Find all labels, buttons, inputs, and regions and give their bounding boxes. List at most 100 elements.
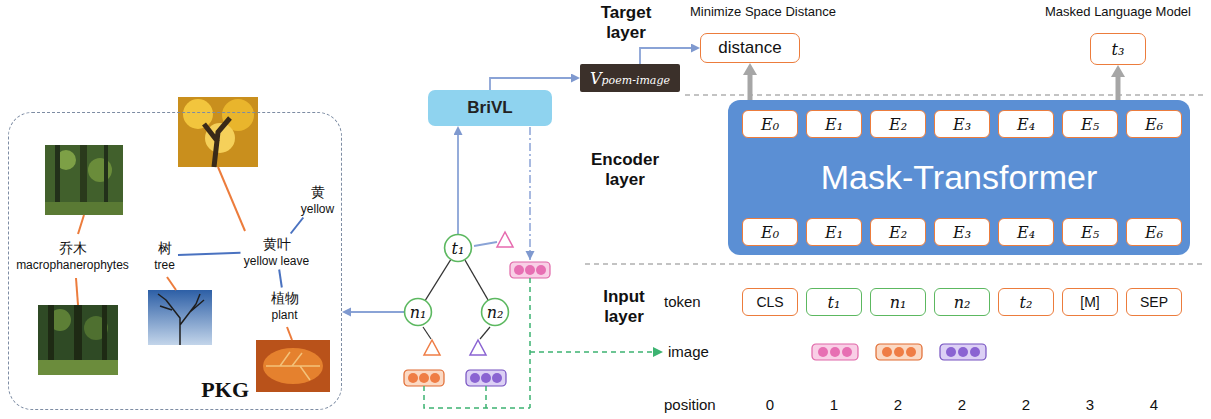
node-text: t₁ xyxy=(828,293,841,312)
output-arrow xyxy=(748,75,753,100)
token-box: [M] xyxy=(1062,288,1118,316)
position-number: 3 xyxy=(1086,396,1094,413)
embedding-box: E₂ xyxy=(870,110,926,138)
image-flow xyxy=(529,278,531,408)
node-text: E₁ xyxy=(825,115,843,134)
node-text: E₁ xyxy=(825,223,843,242)
row-label: image xyxy=(668,343,709,360)
image-feature xyxy=(510,262,550,278)
node-text: n₁ xyxy=(890,293,907,312)
photo-leaf xyxy=(266,352,320,380)
node-text: E₄ xyxy=(1017,115,1035,134)
concept-translation: yellow leave xyxy=(244,254,309,268)
concept-translation: macrophanerophytes xyxy=(16,258,129,272)
node-text: [M] xyxy=(1080,294,1099,310)
tree-decoration xyxy=(470,340,486,355)
image-feature xyxy=(514,265,524,275)
photo-yellow-tree xyxy=(178,97,258,167)
tree-link xyxy=(425,260,450,300)
layer-label: Input layer xyxy=(586,287,662,327)
position-number: 4 xyxy=(1150,396,1158,413)
tree-node-circle: n₁ xyxy=(404,298,432,326)
concept-name: 黄 xyxy=(311,184,325,202)
flow-arrow xyxy=(351,311,404,313)
node-text: n₂ xyxy=(954,293,971,312)
concept-translation: yellow xyxy=(301,202,334,216)
layer-separator xyxy=(685,94,1205,95)
photo-forest xyxy=(45,145,123,215)
output-box: t₃ xyxy=(1090,33,1146,65)
photo-leaf xyxy=(263,348,323,384)
photo-yellow-tree xyxy=(183,99,213,129)
node-text: E₅ xyxy=(1081,223,1099,242)
node-text: E₂ xyxy=(889,223,907,242)
tree-link xyxy=(465,260,488,300)
image-feature xyxy=(404,370,444,386)
concept-node: 黄叶yellow leave xyxy=(241,234,313,270)
flow-arrow xyxy=(490,78,571,90)
concept-node: 植物plant xyxy=(268,288,302,324)
photo-forest xyxy=(45,202,123,215)
concept-name: 黄叶 xyxy=(263,236,291,254)
image-feature xyxy=(812,344,858,360)
image-feature xyxy=(408,373,418,383)
node-text: E₅ xyxy=(1081,115,1099,134)
photo-leaf xyxy=(256,340,330,392)
image-feature xyxy=(510,262,550,278)
concept-node: 乔木macrophanerophytes xyxy=(13,238,132,274)
concept-name: 植物 xyxy=(271,290,299,308)
node-text: t₂ xyxy=(1020,293,1033,312)
image-feature xyxy=(970,347,980,357)
objective-label: Minimize Space Distance xyxy=(690,4,836,19)
embedding-box: E₀ xyxy=(742,110,798,138)
image-feature xyxy=(492,373,502,383)
embedding-box: E₁ xyxy=(806,218,862,246)
tree-node-circle: n₂ xyxy=(481,298,509,326)
layer-label: Target layer xyxy=(588,3,664,43)
image-feature xyxy=(906,347,916,357)
node-text: E₂ xyxy=(889,115,907,134)
flow-arrow xyxy=(640,48,691,64)
image-feature xyxy=(876,344,922,360)
image-feature xyxy=(470,373,480,383)
encoder-box: E₀E₁E₂E₃E₄E₅E₆E₀E₁E₂E₃E₄E₅E₆Mask-Transfo… xyxy=(728,100,1190,255)
tree-decoration xyxy=(423,232,513,355)
image-link xyxy=(76,278,78,305)
concept-name: 乔木 xyxy=(59,240,87,258)
node-text: E₃ xyxy=(953,223,971,242)
image-feature xyxy=(894,347,904,357)
photo-forest xyxy=(45,145,123,215)
image-link xyxy=(218,167,245,231)
node-text: t₃ xyxy=(1112,40,1125,59)
tree-decoration xyxy=(480,327,490,339)
node-text: E₆ xyxy=(1145,223,1163,242)
image-feature xyxy=(876,344,922,360)
position-number: 2 xyxy=(958,396,966,413)
image-feature xyxy=(842,347,852,357)
image-feature xyxy=(536,265,546,275)
photo-bare-tree xyxy=(158,294,204,345)
image-flow xyxy=(530,351,662,353)
node-text: n₁ xyxy=(410,303,427,322)
image-feature xyxy=(525,265,535,275)
image-feature xyxy=(830,347,840,357)
photo-bare-tree xyxy=(148,290,212,345)
image-feature xyxy=(940,344,986,360)
node-text: E₀ xyxy=(761,223,779,242)
circle-outline xyxy=(445,235,472,262)
knowledge-graph-panel: 乔木macrophanerophytes树tree黄叶yellow leave黄… xyxy=(8,112,342,410)
token-box: SEP xyxy=(1126,288,1182,316)
token-box: CLS xyxy=(742,288,798,316)
image-flow xyxy=(424,386,530,408)
image-feature xyxy=(466,370,506,386)
model-box: BriVL xyxy=(428,90,552,126)
token-box: t₂ xyxy=(998,288,1054,316)
image-feature xyxy=(882,347,892,357)
layer-separator xyxy=(585,263,1205,264)
position-number: 2 xyxy=(1022,396,1030,413)
image-link xyxy=(287,327,292,340)
image-link xyxy=(78,215,84,234)
node-text: t₁ xyxy=(452,239,465,258)
node-text: distance xyxy=(718,38,781,58)
